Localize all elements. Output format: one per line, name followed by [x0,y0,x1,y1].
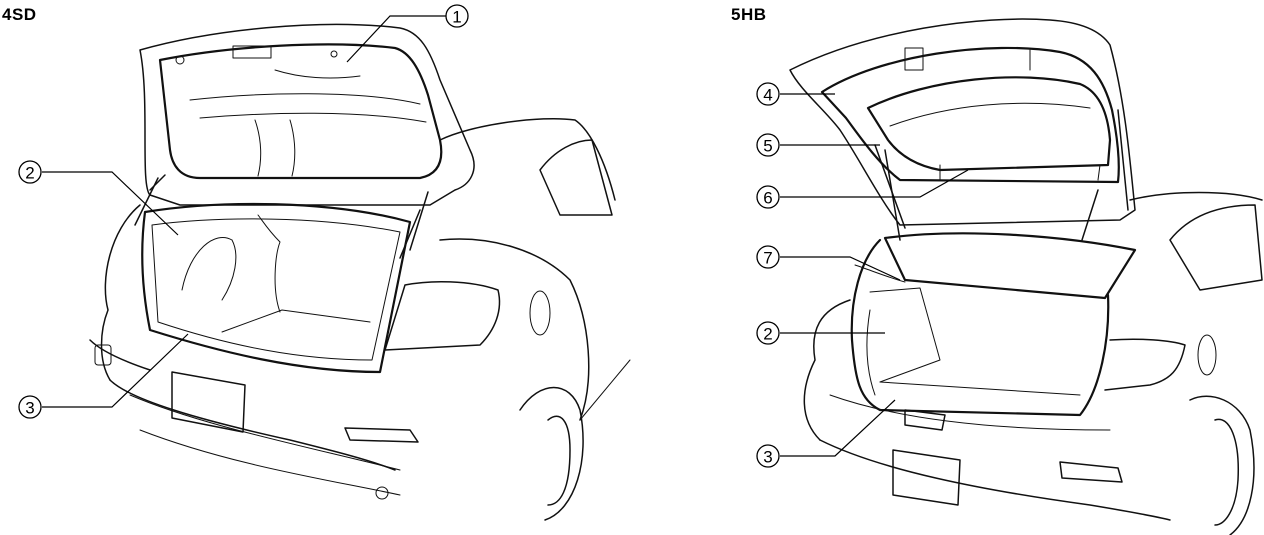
callout-4: 4 [756,82,780,106]
callout-3-5hb: 3 [756,444,780,468]
callout-7-label: 7 [763,249,772,268]
callout-4-label: 4 [763,86,772,105]
callout-leaders-5hb [780,93,969,457]
panel-title-5hb: 5HB [731,5,767,24]
callout-2-5hb-label: 2 [763,325,772,344]
panel-title-4sd: 4SD [2,5,37,24]
callout-1: 1 [445,4,469,28]
callout-5: 5 [756,133,780,157]
callout-2-4sd-label: 2 [25,164,34,183]
callout-3-4sd: 3 [18,395,42,419]
callout-6: 6 [756,185,780,209]
callout-1-label: 1 [452,8,461,27]
callout-3-4sd-label: 3 [25,399,34,418]
callout-2-5hb: 2 [756,321,780,345]
callout-leaders-4sd [42,15,446,408]
callout-3-5hb-label: 3 [763,448,772,467]
callout-5-label: 5 [763,137,772,156]
sedan-illustration [89,23,631,521]
hatchback-illustration [789,18,1263,535]
callout-markers: 1 2 3 4 5 6 7 2 [18,4,780,468]
callout-6-label: 6 [763,189,772,208]
callout-2-4sd: 2 [18,160,42,184]
callout-7: 7 [756,245,780,269]
